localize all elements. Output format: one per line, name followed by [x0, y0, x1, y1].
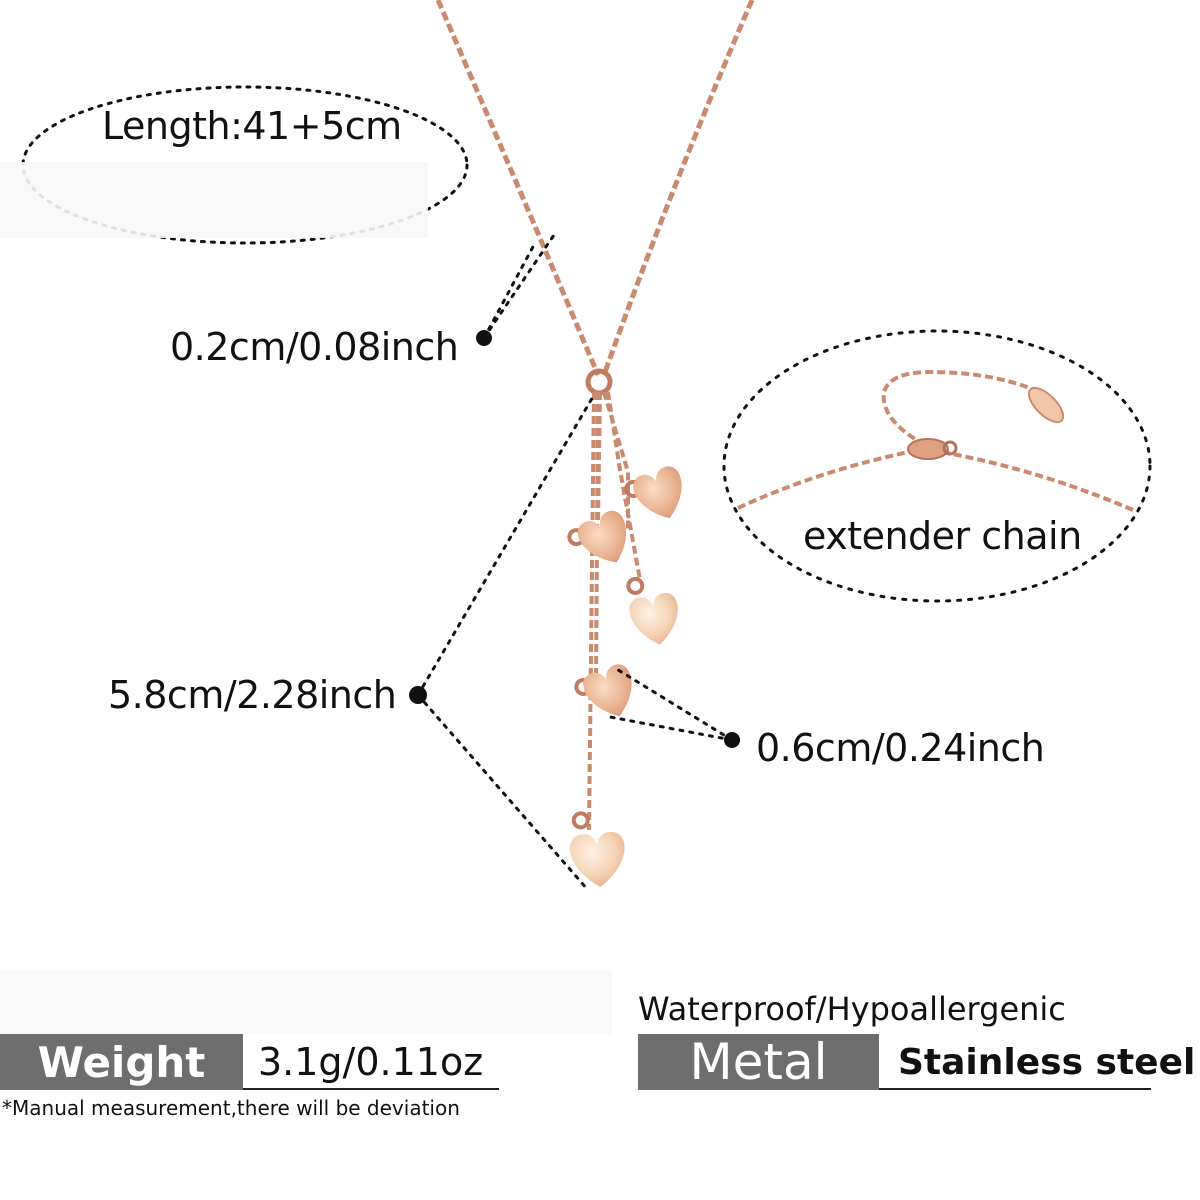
weight-underline: [243, 1088, 499, 1090]
extender-chain-detail: [737, 369, 1134, 512]
metal-value: Stainless steel: [898, 1042, 1196, 1083]
weight-label-box: Weight: [0, 1034, 243, 1090]
heart-size-dot: [724, 732, 740, 748]
lobster-clasp-icon: [907, 438, 958, 460]
chain-width-dot: [476, 330, 492, 346]
weight-value: 3.1g/0.11oz: [258, 1040, 484, 1084]
chain-right-strand: [601, 0, 755, 376]
extender-callout-ellipse: [722, 329, 1152, 603]
chain-width-pointer: [482, 233, 556, 340]
heart-pendant-icon: [626, 576, 678, 645]
metal-underline: [879, 1088, 1151, 1090]
measurement-note: *Manual measurement,there will be deviat…: [2, 1096, 460, 1120]
heart-size-pointer: [603, 666, 734, 742]
heart-pendant-icon: [574, 664, 632, 717]
label-backdrop: [0, 162, 428, 238]
features-text: Waterproof/Hypoallergenic: [638, 990, 1066, 1028]
pendant-length-pointer: [416, 393, 596, 892]
dangle-chain-1: [587, 391, 596, 831]
heart-pendant-icon: [569, 811, 625, 887]
dangle-chain-4: [606, 391, 642, 581]
dangle-chain-5: [596, 391, 602, 523]
chain-width-label: 0.2cm/0.08inch: [170, 325, 459, 369]
dangle-chain-3: [602, 391, 630, 530]
chain-tag-icon: [1027, 386, 1065, 424]
heart-pendant-icon: [624, 466, 682, 519]
heart-pendant-icon: [567, 510, 627, 563]
pendant-length-label: 5.8cm/2.28inch: [108, 673, 397, 717]
extender-chain-label: extender chain: [803, 514, 1082, 558]
metal-label-box: Metal: [638, 1033, 879, 1091]
pendant-length-dot: [409, 686, 427, 704]
heart-size-label: 0.6cm/0.24inch: [756, 726, 1045, 770]
spec-backdrop: [0, 970, 612, 1034]
chain-left-strand: [435, 0, 601, 376]
length-label: Length:41+5cm: [102, 104, 402, 148]
